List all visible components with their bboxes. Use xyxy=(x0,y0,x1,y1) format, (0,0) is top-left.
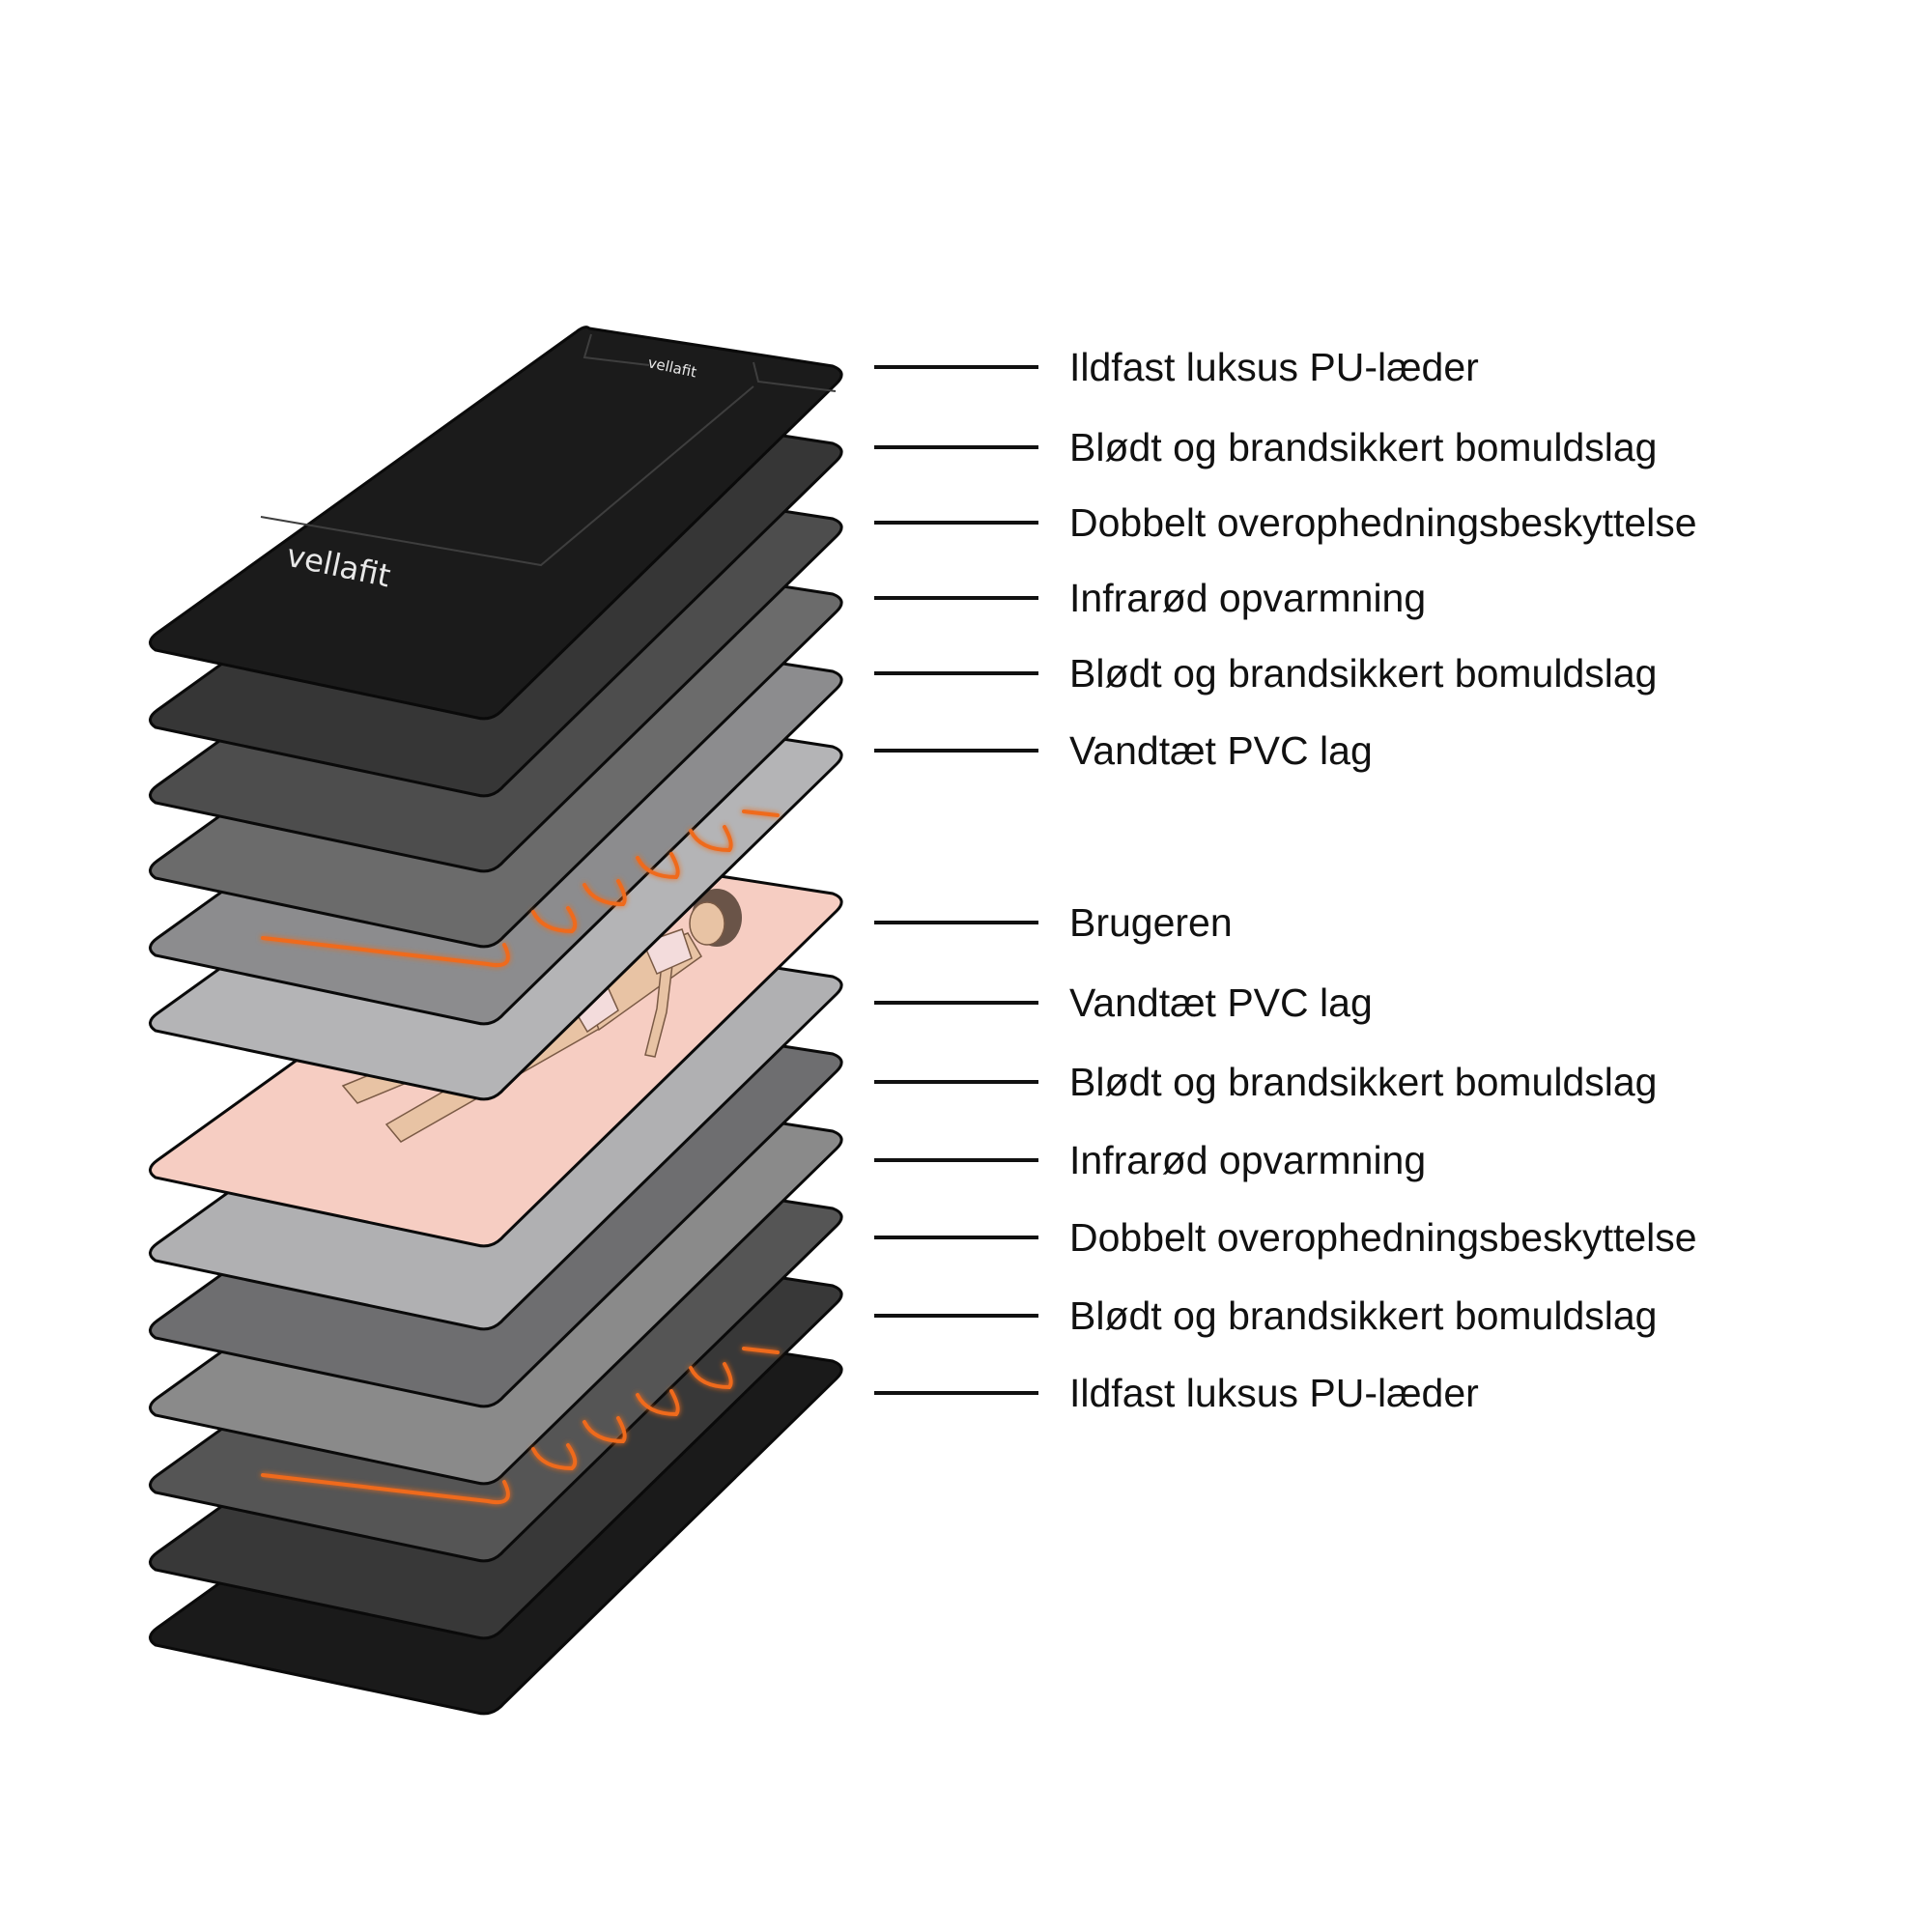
heating-wire xyxy=(261,810,780,967)
cover-seams xyxy=(260,333,837,567)
layer-label: Brugeren xyxy=(1069,900,1233,945)
layer-label: Blødt og brandsikkert bomuldslag xyxy=(1069,651,1657,696)
layer-label: Infrarød opvarmning xyxy=(1069,1138,1426,1182)
layer-label: Dobbelt overophedningsbeskyttelse xyxy=(1069,500,1697,545)
plate-surface xyxy=(149,326,843,721)
layer-label: Blødt og brandsikkert bomuldslag xyxy=(1069,1060,1657,1104)
user-head xyxy=(689,901,725,946)
layer-label: Dobbelt overophedningsbeskyttelse xyxy=(1069,1215,1697,1260)
heating-wire xyxy=(261,1347,780,1504)
layer-label: Ildfast luksus PU-læder xyxy=(1069,1371,1479,1415)
layer-label: Vandtæt PVC lag xyxy=(1069,728,1373,773)
layer-label: Blødt og brandsikkert bomuldslag xyxy=(1069,1293,1657,1338)
layer-label: Vandtæt PVC lag xyxy=(1069,980,1373,1025)
layer-label: Ildfast luksus PU-læder xyxy=(1069,345,1479,389)
layer-label: Infrarød opvarmning xyxy=(1069,576,1426,620)
layer-label: Blødt og brandsikkert bomuldslag xyxy=(1069,425,1657,469)
